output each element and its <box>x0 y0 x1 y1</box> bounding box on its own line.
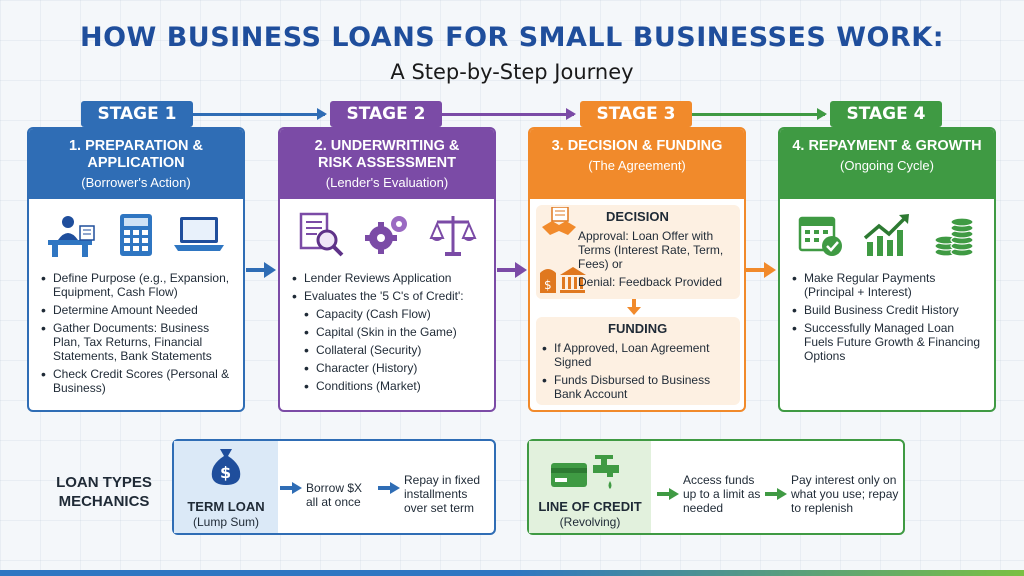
arrow-icon <box>378 482 400 494</box>
funding-point: If Approved, Loan Agreement Signed <box>540 341 732 369</box>
stage-4-points: Make Regular Payments (Principal + Inter… <box>780 271 994 363</box>
coin-stacks-icon <box>934 217 974 257</box>
line-of-credit-step2: Pay interest only on what you use; repay… <box>791 473 899 515</box>
stage-3-card: 3. DECISION & FUNDING (The Agreement) DE… <box>528 127 746 412</box>
line-of-credit-step1: Access funds up to a limit as needed <box>683 473 761 515</box>
line-of-credit-name: LINE OF CREDIT <box>538 499 642 514</box>
stage-1-tag: STAGE 1 <box>81 101 193 127</box>
funding-label: FUNDING <box>608 321 668 336</box>
loan-types-label-line1: LOAN TYPES <box>56 474 152 491</box>
stage-2-point: Evaluates the '5 C's of Credit': <box>290 289 486 303</box>
stage-1-heading-line2: APPLICATION <box>87 155 185 171</box>
calendar-check-icon <box>798 216 842 256</box>
funding-point: Funds Disbursed to Business Bank Account <box>540 373 732 401</box>
stage-2-subpoint: Collateral (Security) <box>290 343 486 357</box>
stage-2-heading-line1: 2. UNDERWRITING & <box>314 138 460 154</box>
svg-text:$: $ <box>220 463 231 482</box>
stage-4-icons <box>780 199 994 271</box>
decision-label: DECISION <box>606 209 669 224</box>
funding-box: FUNDING If Approved, Loan Agreement Sign… <box>536 317 740 405</box>
stage-connector-3-4 <box>692 108 827 120</box>
arrow-icon <box>280 482 302 494</box>
term-loan-sub: (Lump Sum) <box>192 515 260 529</box>
stage-1-points: Define Purpose (e.g., Expansion, Equipme… <box>29 271 243 395</box>
stage-4-heading: 4. REPAYMENT & GROWTH <box>792 138 982 154</box>
footer-bar <box>0 570 1024 576</box>
stage-2-subheading: (Lender's Evaluation) <box>325 175 449 190</box>
term-loan-name: TERM LOAN <box>187 499 265 514</box>
stage-connector-2-3 <box>442 108 576 120</box>
stage-2-point: Lender Reviews Application <box>290 271 486 285</box>
line-of-credit-box: LINE OF CREDIT (Revolving) Access funds … <box>527 439 905 535</box>
money-bag-icon: $ <box>211 449 241 485</box>
stage-4-subheading: (Ongoing Cycle) <box>840 158 934 173</box>
stage-1-card: 1. PREPARATION & APPLICATION (Borrower's… <box>27 127 245 412</box>
stage-2-subpoint: Character (History) <box>290 361 486 375</box>
term-loan-box: $ TERM LOAN (Lump Sum) Borrow $X all at … <box>172 439 496 535</box>
stage-4-header: 4. REPAYMENT & GROWTH (Ongoing Cycle) <box>780 129 994 199</box>
stage-3-heading: 3. DECISION & FUNDING <box>551 138 723 154</box>
flow-arrow-3-4 <box>746 262 776 278</box>
loan-types-label: LOAN TYPES MECHANICS <box>44 473 164 511</box>
stage-2-subpoint: Capital (Skin in the Game) <box>290 325 486 339</box>
stage-3-tag: STAGE 3 <box>580 101 692 127</box>
stage-2-icons <box>280 199 494 271</box>
arrow-icon <box>765 488 787 500</box>
page-subtitle: A Step-by-Step Journey <box>390 60 634 84</box>
loan-types-label-line2: MECHANICS <box>58 493 150 510</box>
laptop-icon <box>174 217 224 251</box>
stage-3-header: 3. DECISION & FUNDING (The Agreement) <box>530 129 744 199</box>
line-of-credit-panel <box>529 441 651 533</box>
line-of-credit-sub: (Revolving) <box>559 515 621 529</box>
stage-4-point: Make Regular Payments (Principal + Inter… <box>790 271 986 299</box>
term-loan-step1: Borrow $X all at once <box>306 481 363 509</box>
term-loan-step2: Repay in fixed installments over set ter… <box>404 473 481 515</box>
stage-4-point: Successfully Managed Loan Fuels Future G… <box>790 321 986 363</box>
handshake-icon <box>542 207 576 235</box>
arrow-icon <box>657 488 679 500</box>
stage-1-subheading: (Borrower's Action) <box>81 175 191 190</box>
stage-1-point: Check Credit Scores (Personal & Business… <box>39 367 235 395</box>
stage-2-card: 2. UNDERWRITING & RISK ASSESSMENT (Lende… <box>278 127 496 412</box>
stage-2-tag: STAGE 2 <box>330 101 442 127</box>
flow-arrow-2-3 <box>497 262 527 278</box>
growth-chart-icon <box>863 214 909 256</box>
stage-1-icons <box>29 199 243 271</box>
stage-1-point: Determine Amount Needed <box>39 303 235 317</box>
stage-2-subpoint: Conditions (Market) <box>290 379 486 393</box>
flow-arrow-1-2 <box>246 262 276 278</box>
decision-box: DECISION $ Approval: Loan Offer with Ter… <box>536 205 740 299</box>
stage-1-point: Define Purpose (e.g., Expansion, Equipme… <box>39 271 235 299</box>
funding-points: If Approved, Loan Agreement Signed Funds… <box>536 341 740 405</box>
stage-1-heading-line1: 1. PREPARATION & <box>68 138 203 154</box>
stage-connector-1-2 <box>193 108 327 120</box>
stage-2-points: Lender Reviews Application Evaluates the… <box>280 271 494 393</box>
down-arrow-icon <box>627 299 641 315</box>
stage-2-subpoint: Capacity (Cash Flow) <box>290 307 486 321</box>
person-at-desk-icon <box>48 216 95 257</box>
credit-card-faucet-icon <box>551 455 619 489</box>
document-magnifier-icon <box>299 212 344 257</box>
stage-1-header: 1. PREPARATION & APPLICATION (Borrower's… <box>29 129 243 199</box>
page-title: HOW BUSINESS LOANS FOR SMALL BUSINESSES … <box>79 22 944 53</box>
decision-approval: Approval: Loan Offer with Terms (Interes… <box>578 229 724 271</box>
gears-icon <box>365 216 407 254</box>
svg-text:$: $ <box>544 278 552 292</box>
calculator-icon <box>120 214 152 256</box>
stage-3-subheading: (The Agreement) <box>588 158 686 173</box>
stage-4-tag: STAGE 4 <box>830 101 942 127</box>
stage-4-card: 4. REPAYMENT & GROWTH (Ongoing Cycle) <box>778 127 996 412</box>
scales-icon <box>429 216 477 256</box>
stage-2-header: 2. UNDERWRITING & RISK ASSESSMENT (Lende… <box>280 129 494 199</box>
decision-denial: Denial: Feedback Provided <box>578 275 723 289</box>
stage-2-heading-line2: RISK ASSESSMENT <box>317 155 457 171</box>
stage-4-point: Build Business Credit History <box>790 303 986 317</box>
bank-money-icon: $ <box>540 267 586 293</box>
stage-1-point: Gather Documents: Business Plan, Tax Ret… <box>39 321 235 363</box>
